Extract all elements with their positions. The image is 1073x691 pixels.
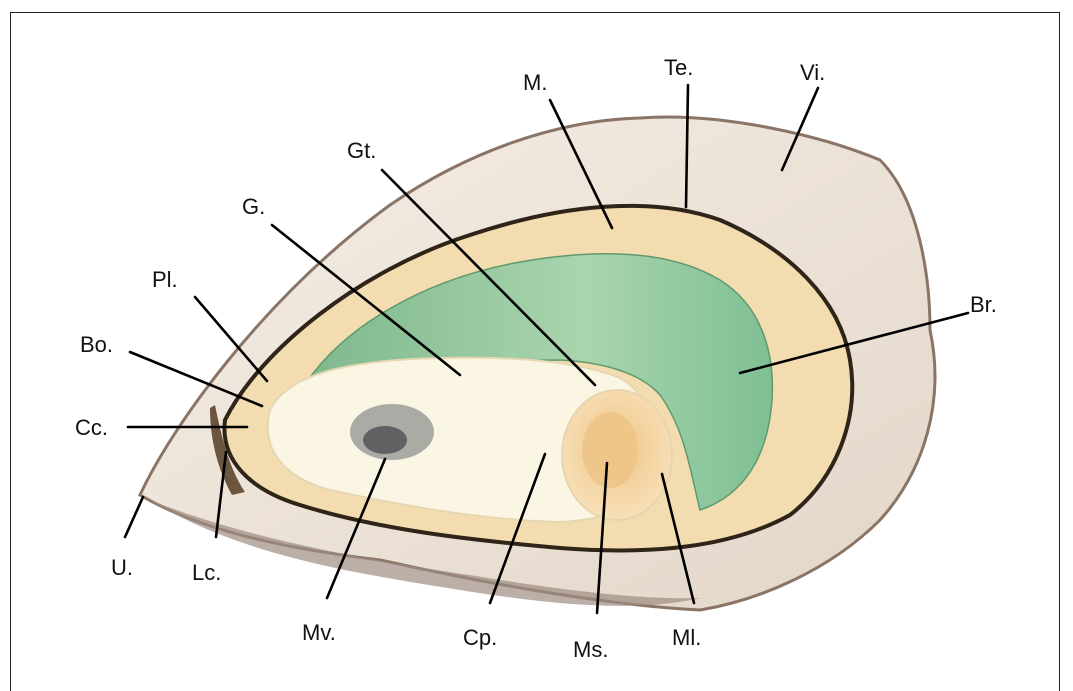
label-G: G. xyxy=(242,194,265,219)
label-Mv: Mv. xyxy=(302,620,336,645)
label-Te: Te. xyxy=(664,55,693,80)
label-Bo: Bo. xyxy=(80,332,113,357)
label-U: U. xyxy=(111,555,133,580)
label-M: M. xyxy=(523,70,547,95)
adductor-muscle-core xyxy=(582,412,638,488)
label-Vi: Vi. xyxy=(800,60,825,85)
label-Cc: Cc. xyxy=(75,415,108,440)
label-Pl: Pl. xyxy=(152,267,178,292)
label-Lc: Lc. xyxy=(192,560,221,585)
visceral-mass-dark xyxy=(363,426,407,454)
label-Br: Br. xyxy=(970,292,997,317)
label-Ms: Ms. xyxy=(573,637,608,662)
label-Ml: Ml. xyxy=(672,625,701,650)
label-Gt: Gt. xyxy=(347,138,376,163)
label-Cp: Cp. xyxy=(463,625,497,650)
